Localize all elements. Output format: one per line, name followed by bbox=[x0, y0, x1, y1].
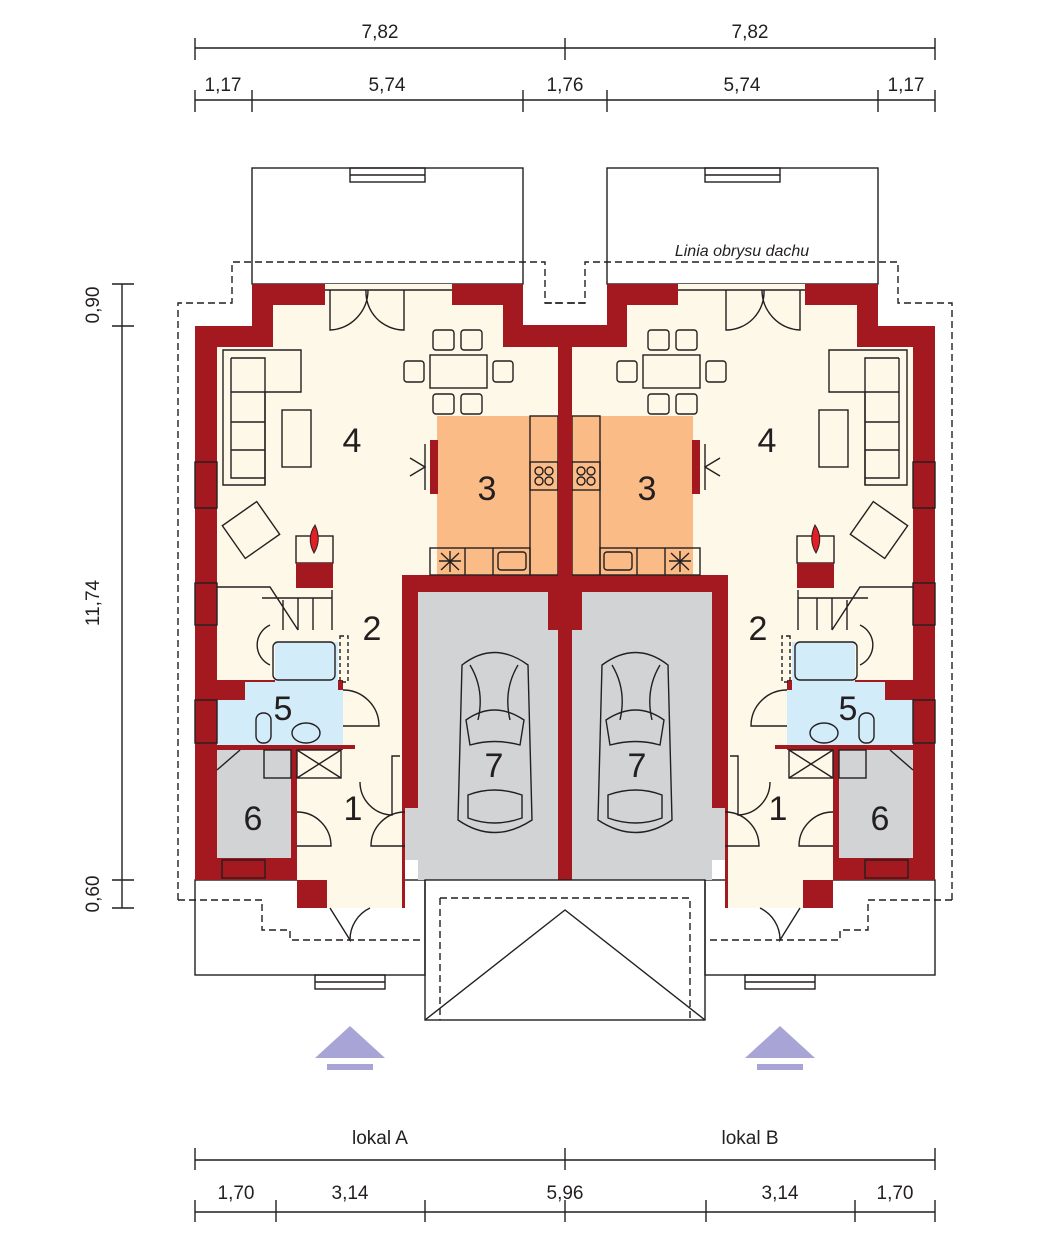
dim-bottom-2: 3,14 bbox=[332, 1183, 369, 1204]
room-7-garage: 7 bbox=[485, 747, 504, 785]
unit-b-plan bbox=[564, 167, 953, 990]
room-4-living: 4 bbox=[758, 422, 777, 460]
dim-top-3: 1,76 bbox=[547, 75, 584, 96]
roof-outline-label: Linia obrysu dachu bbox=[675, 243, 809, 260]
dim-top-overall-b: 7,82 bbox=[732, 22, 769, 43]
room-5-bathroom: 5 bbox=[274, 690, 293, 728]
unit-b-room-numbers: 4 3 2 5 1 6 7 bbox=[628, 422, 890, 838]
room-5-bathroom: 5 bbox=[839, 690, 858, 728]
dim-top-overall-a: 7,82 bbox=[362, 22, 399, 43]
unit-label-b: lokal B bbox=[721, 1128, 778, 1149]
dim-bottom-3: 5,96 bbox=[547, 1183, 584, 1204]
entrance-arrow-a bbox=[315, 1026, 385, 1070]
left-dimensions: 0,90 11,74 0,60 bbox=[83, 283, 134, 913]
bottom-dimensions: lokal A lokal B 1,70 3,14 5,96 3,14 1,70 bbox=[194, 1128, 936, 1222]
room-2-hall: 2 bbox=[363, 610, 382, 648]
dim-bottom-4: 3,14 bbox=[762, 1183, 799, 1204]
room-6-storage: 6 bbox=[244, 800, 263, 838]
dim-bottom-5: 1,70 bbox=[877, 1183, 914, 1204]
room-6-storage: 6 bbox=[871, 800, 890, 838]
room-3-kitchen: 3 bbox=[478, 470, 497, 508]
unit-a-room-numbers: 4 3 2 5 1 6 7 bbox=[244, 422, 504, 838]
room-1-entrance: 1 bbox=[769, 790, 788, 828]
dim-left-1: 0,90 bbox=[83, 287, 104, 324]
room-3-kitchen: 3 bbox=[638, 470, 657, 508]
room-2-hall: 2 bbox=[749, 610, 768, 648]
unit-label-a: lokal A bbox=[352, 1128, 408, 1149]
entrance-arrow-b bbox=[745, 1026, 815, 1070]
room-1-entrance: 1 bbox=[344, 790, 363, 828]
top-dimensions: 7,82 7,82 1,17 5,74 1,76 5,74 1,17 bbox=[194, 22, 936, 112]
room-7-garage: 7 bbox=[628, 747, 647, 785]
dim-bottom-1: 1,70 bbox=[218, 1183, 255, 1204]
dim-top-5: 1,17 bbox=[888, 75, 925, 96]
entrance-canopy bbox=[424, 879, 706, 1021]
dim-top-2: 5,74 bbox=[369, 75, 406, 96]
dim-left-3: 0,60 bbox=[83, 876, 104, 913]
room-4-living: 4 bbox=[343, 422, 362, 460]
unit-a-plan bbox=[177, 167, 566, 990]
dim-top-1: 1,17 bbox=[205, 75, 242, 96]
dim-top-4: 5,74 bbox=[724, 75, 761, 96]
party-wall bbox=[558, 325, 572, 880]
dim-left-2: 11,74 bbox=[83, 580, 104, 627]
